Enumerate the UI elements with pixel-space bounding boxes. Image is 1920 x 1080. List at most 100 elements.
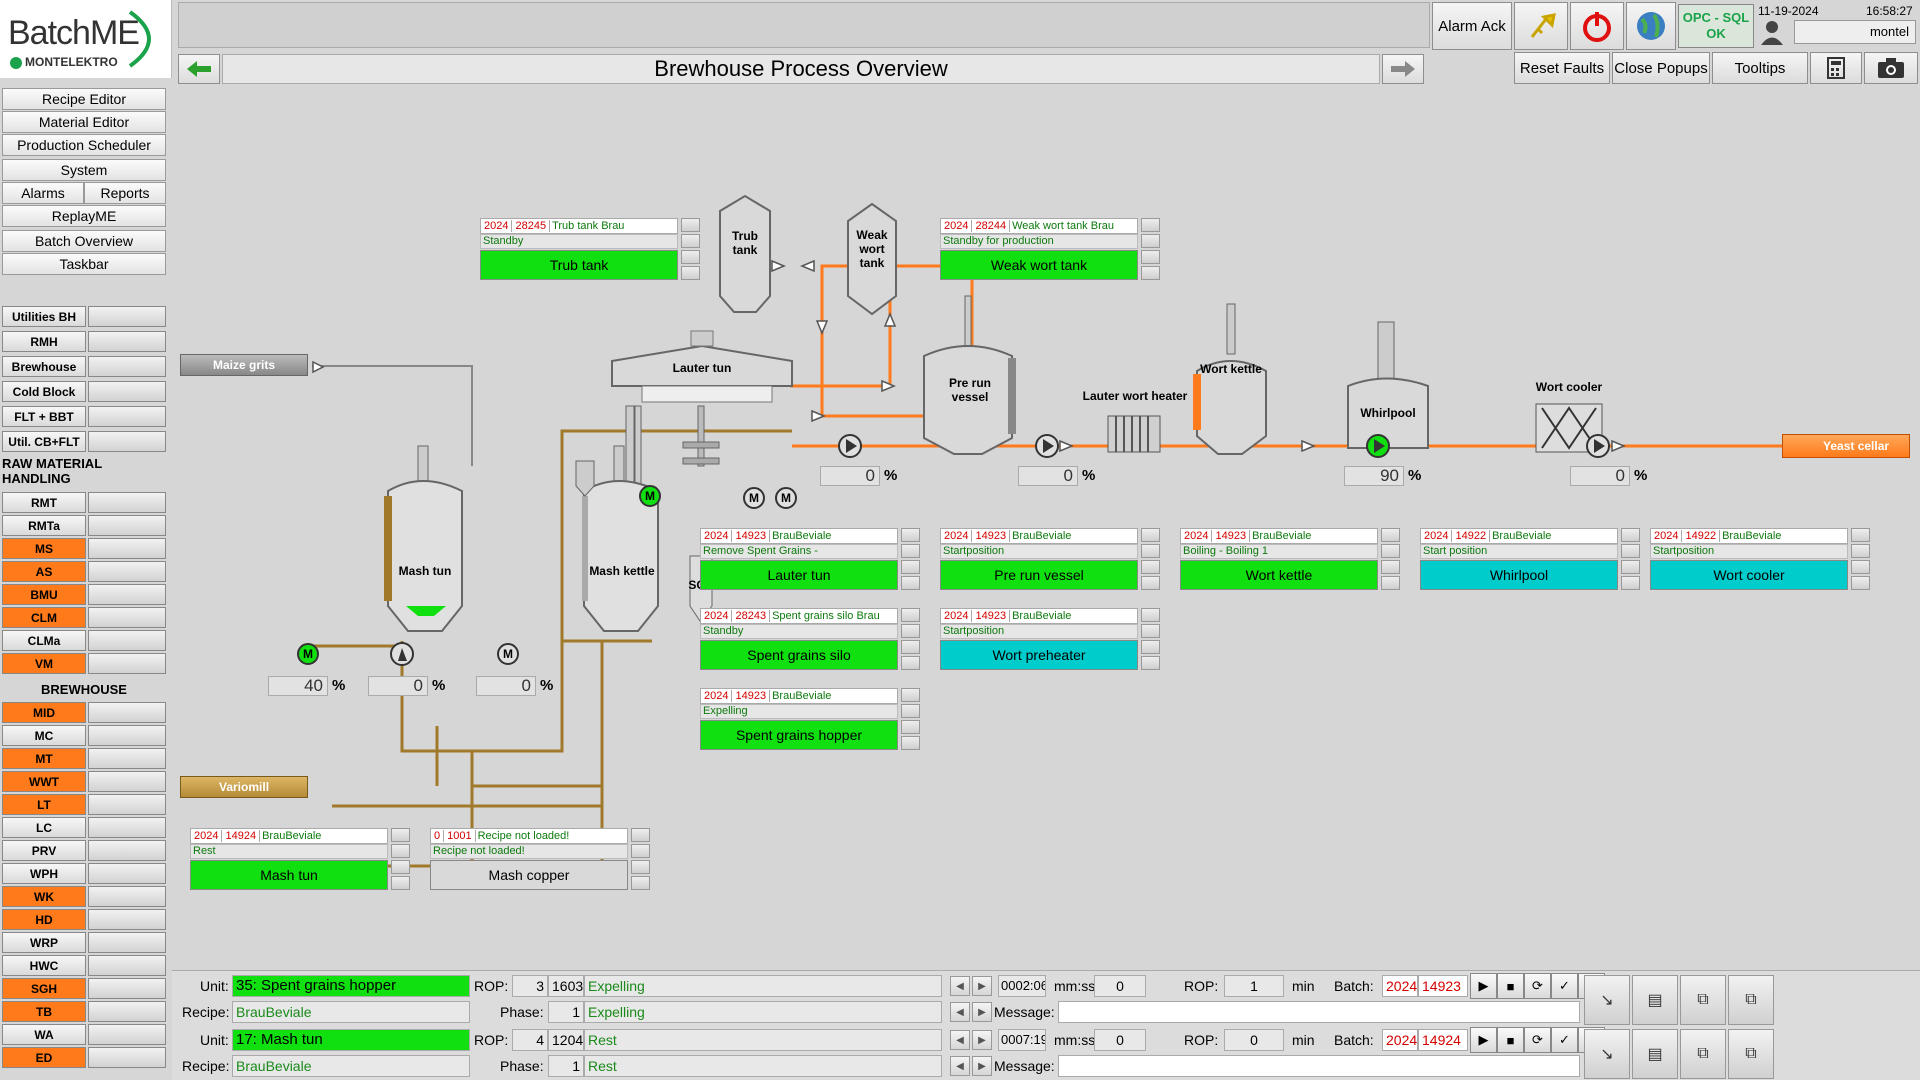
next-step-button[interactable]: ▶	[972, 976, 992, 996]
sidebar-item[interactable]: TB	[2, 1001, 166, 1022]
sidebar-item-label[interactable]: HWC	[2, 955, 86, 976]
sidebar-item[interactable]: PRV	[2, 840, 166, 861]
faceplate-side-button[interactable]	[901, 704, 920, 718]
next-step-button[interactable]: ▶	[972, 1030, 992, 1050]
prev-phase-button[interactable]: ◀	[950, 1056, 970, 1076]
faceplate-side-button[interactable]	[1621, 560, 1640, 574]
sidebar-item[interactable]: Util. CB+FLT	[2, 431, 166, 452]
sidebar-item[interactable]: HD	[2, 909, 166, 930]
faceplate-side-button[interactable]	[901, 544, 920, 558]
document-icon[interactable]: ▤	[1632, 975, 1678, 1025]
faceplate-side-button[interactable]	[901, 576, 920, 590]
batch-overview-button[interactable]: Batch Overview	[2, 230, 166, 252]
documents-stack-icon[interactable]: ⧉	[1728, 1029, 1774, 1079]
globe-icon[interactable]	[1626, 2, 1676, 50]
sidebar-item-label[interactable]: Util. CB+FLT	[2, 431, 86, 452]
faceplate-unit-button[interactable]: Spent grains hopper	[700, 720, 898, 750]
refresh-icon[interactable]: ⟳	[1524, 973, 1551, 999]
check-icon[interactable]: ✓	[1551, 973, 1578, 999]
sidebar-item-label[interactable]: CLM	[2, 607, 86, 628]
sidebar-item[interactable]: CLM	[2, 607, 166, 628]
faceplate-side-button[interactable]	[1141, 576, 1160, 590]
forward-button[interactable]	[1382, 54, 1424, 84]
sidebar-item[interactable]: BMU	[2, 584, 166, 605]
faceplate-side-button[interactable]	[631, 860, 650, 874]
sidebar-item-label[interactable]: AS	[2, 561, 86, 582]
faceplate-side-button[interactable]	[631, 828, 650, 842]
rop-setpoint[interactable]: 1	[1224, 975, 1284, 997]
camera-icon[interactable]	[1864, 52, 1918, 84]
faceplate-unit-button[interactable]: Trub tank	[480, 250, 678, 280]
sidebar-item[interactable]: WWT	[2, 771, 166, 792]
sidebar-item[interactable]: MC	[2, 725, 166, 746]
documents-icon[interactable]: ⧉	[1680, 1029, 1726, 1079]
alarms-button[interactable]: Alarms	[2, 182, 84, 204]
sidebar-item-label[interactable]: WWT	[2, 771, 86, 792]
faceplate-side-button[interactable]	[391, 860, 410, 874]
faceplate-side-button[interactable]	[1141, 544, 1160, 558]
sidebar-item-label[interactable]: FLT + BBT	[2, 406, 86, 427]
sidebar-item[interactable]: MT	[2, 748, 166, 769]
production-scheduler-button[interactable]: Production Scheduler	[2, 134, 166, 156]
back-button[interactable]	[178, 54, 220, 84]
faceplate-side-button[interactable]	[1851, 544, 1870, 558]
faceplate-side-button[interactable]	[1851, 528, 1870, 542]
faceplate-side-button[interactable]	[1141, 560, 1160, 574]
sidebar-item[interactable]: Cold Block	[2, 381, 166, 402]
tooltips-button[interactable]: Tooltips	[1712, 52, 1808, 84]
sidebar-item[interactable]: AS	[2, 561, 166, 582]
faceplate-side-button[interactable]	[1141, 250, 1160, 264]
sidebar-item-label[interactable]: RMH	[2, 331, 86, 352]
sidebar-item-label[interactable]: WPH	[2, 863, 86, 884]
faceplate-side-button[interactable]	[631, 844, 650, 858]
sidebar-item[interactable]: WPH	[2, 863, 166, 884]
faceplate-side-button[interactable]	[901, 720, 920, 734]
faceplate-side-button[interactable]	[1381, 544, 1400, 558]
sidebar-item[interactable]: SGH	[2, 978, 166, 999]
faceplate-side-button[interactable]	[1381, 528, 1400, 542]
sidebar-item-label[interactable]: RMT	[2, 492, 86, 513]
unit-name[interactable]: 35: Spent grains hopper	[232, 975, 470, 997]
sidebar-item-label[interactable]: CLMa	[2, 630, 86, 651]
faceplate-side-button[interactable]	[1141, 656, 1160, 670]
sidebar-item-label[interactable]: SGH	[2, 978, 86, 999]
faceplate-unit-button[interactable]: Wort preheater	[940, 640, 1138, 670]
sidebar-item-label[interactable]: BMU	[2, 584, 86, 605]
sidebar-item[interactable]: WK	[2, 886, 166, 907]
sidebar-item-label[interactable]: MT	[2, 748, 86, 769]
system-button[interactable]: System	[2, 159, 166, 181]
faceplate-side-button[interactable]	[631, 876, 650, 890]
faceplate-side-button[interactable]	[1141, 608, 1160, 622]
faceplate-unit-button[interactable]: Whirlpool	[1420, 560, 1618, 590]
sidebar-item-label[interactable]: LT	[2, 794, 86, 815]
refresh-icon[interactable]: ⟳	[1524, 1027, 1551, 1053]
faceplate-unit-button[interactable]: Wort kettle	[1180, 560, 1378, 590]
prev-phase-button[interactable]: ◀	[950, 1002, 970, 1022]
faceplate-unit-button[interactable]: Mash tun	[190, 860, 388, 890]
replayme-button[interactable]: ReplayME	[2, 205, 166, 227]
material-editor-button[interactable]: Material Editor	[2, 111, 166, 133]
sidebar-item-label[interactable]: VM	[2, 653, 86, 674]
variomill-button[interactable]: Variomill	[180, 776, 308, 798]
document-icon[interactable]: ▤	[1632, 1029, 1678, 1079]
check-icon[interactable]: ✓	[1551, 1027, 1578, 1053]
faceplate-side-button[interactable]	[1141, 640, 1160, 654]
faceplate-unit-button[interactable]: Wort cooler	[1650, 560, 1848, 590]
taskbar-button[interactable]: Taskbar	[2, 253, 166, 275]
stop-button[interactable]: ■	[1497, 1027, 1524, 1053]
sidebar-item[interactable]: FLT + BBT	[2, 406, 166, 427]
sidebar-item-label[interactable]: HD	[2, 909, 86, 930]
maize-grits-button[interactable]: Maize grits	[180, 354, 308, 376]
faceplate-side-button[interactable]	[1141, 624, 1160, 638]
prev-step-button[interactable]: ◀	[950, 976, 970, 996]
unit-name[interactable]: 17: Mash tun	[232, 1029, 470, 1051]
